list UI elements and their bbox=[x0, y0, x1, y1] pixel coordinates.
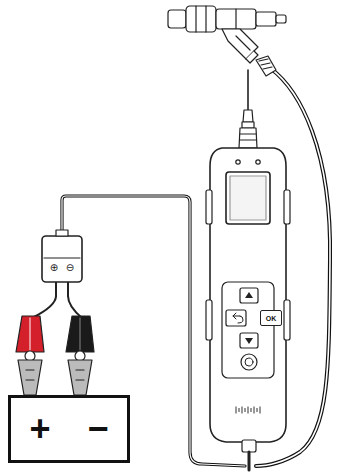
grille-slot bbox=[251, 408, 252, 412]
grille-slot bbox=[242, 407, 243, 414]
node-text: + bbox=[29, 411, 50, 447]
node-text: − bbox=[87, 411, 108, 447]
fuse-symbol: ⊖ bbox=[66, 263, 74, 273]
battery: +− bbox=[8, 395, 130, 463]
fuel-injector bbox=[168, 6, 286, 63]
black-clamp bbox=[66, 316, 94, 395]
power-cable bbox=[32, 196, 245, 466]
red-clamp bbox=[16, 316, 44, 395]
fuse-holder bbox=[42, 230, 82, 282]
ok-button: OK bbox=[260, 310, 282, 326]
grille-slot bbox=[248, 407, 249, 414]
node-text: OK bbox=[266, 315, 277, 322]
tester-body bbox=[206, 148, 290, 470]
grille-slot bbox=[260, 407, 261, 414]
grille-slot bbox=[257, 408, 258, 412]
speaker-grille bbox=[236, 407, 260, 414]
grille-slot bbox=[254, 407, 255, 414]
grille-slot bbox=[239, 408, 240, 412]
fuse-symbol: ⊕ bbox=[50, 263, 58, 273]
grille-slot bbox=[245, 408, 246, 412]
grille-slot bbox=[236, 407, 237, 414]
probe-tip bbox=[239, 70, 257, 148]
